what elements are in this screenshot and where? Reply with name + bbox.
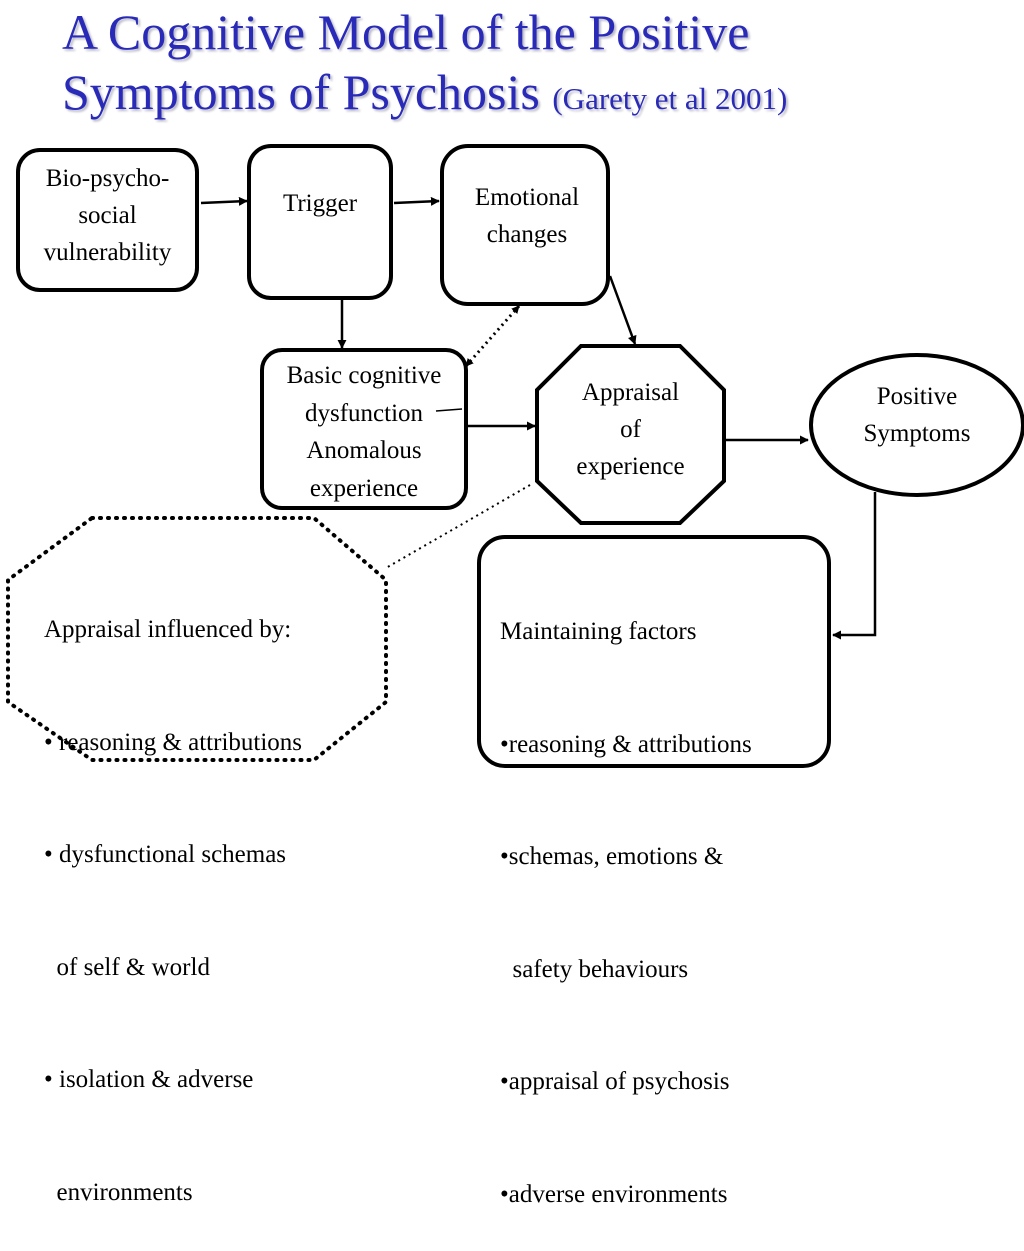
trigger-line-1: Trigger — [282, 190, 358, 217]
appraisal-octagon — [535, 344, 726, 525]
arrow-symptoms-to-maintaining — [832, 492, 877, 640]
cognitive-line-1: Basic cognitive — [286, 362, 442, 389]
title-line-2: Symptoms of Psychosis — [62, 64, 540, 120]
vulnerability-line-1: Bio-psycho- — [45, 165, 170, 192]
appraisal-influences-heading: Appraisal influenced by: — [44, 616, 292, 643]
slide-title: A Cognitive Model of the Positive Sympto… — [62, 2, 1012, 129]
symptoms-line-2: Symptoms — [863, 420, 971, 447]
maintaining-factors-heading: Maintaining factors — [500, 618, 697, 645]
appraisal-influence-item: • reasoning & attributions — [44, 728, 303, 756]
appraisal-line-3: experience — [576, 453, 685, 480]
maintaining-factor-item: safety behaviours — [500, 955, 689, 983]
arrow-dysfunction-inline — [435, 408, 463, 412]
vulnerability-line-2: social — [78, 202, 137, 229]
appraisal-influences-list: Appraisal influenced by: • reasoning & a… — [44, 536, 302, 1249]
maintaining-factor-item: •adverse environments — [500, 1180, 728, 1208]
vulnerability-box — [16, 148, 199, 292]
positive-symptoms-label: Positive Symptoms — [811, 378, 1023, 452]
appraisal-label: Appraisal of experience — [537, 374, 724, 485]
diagram-canvas — [6, 144, 1024, 768]
maintaining-factor-item: •reasoning & attributions — [500, 730, 752, 758]
vulnerability-line-3: vulnerability — [43, 239, 172, 266]
cognitive-line-2: dysfunction — [304, 399, 424, 427]
title-citation: (Garety et al 2001) — [552, 81, 788, 116]
arrow-emotional-cognitive-dotted — [464, 305, 521, 367]
appraisal-influence-item: • isolation & adverse — [44, 1066, 254, 1093]
maintaining-factors-box — [477, 535, 831, 768]
appraisal-influence-item: • dysfunctional schemas — [44, 841, 287, 868]
emotional-line-2: changes — [486, 221, 568, 248]
appraisal-line-2: of — [620, 416, 641, 443]
basic-cognitive-label: Basic cognitive dysfunction Anomalous ex… — [262, 357, 466, 507]
maintaining-factors-list: Maintaining factors •reasoning & attribu… — [500, 538, 752, 1251]
maintaining-factor-item: •appraisal of psychosis — [500, 1068, 730, 1095]
arrow-emotional-to-appraisal — [608, 275, 637, 345]
emotional-line-1: Emotional — [474, 184, 580, 211]
maintaining-factor-item: •schemas, emotions & — [500, 843, 724, 870]
cognitive-line-3: Anomalous — [306, 437, 422, 464]
appraisal-line-1: Appraisal — [581, 379, 680, 406]
symptoms-line-1: Positive — [876, 383, 958, 410]
title-line-1: A Cognitive Model of the Positive — [62, 4, 750, 60]
arrow-trigger-to-emotional — [393, 196, 440, 206]
emotional-changes-label: Emotional changes — [442, 179, 612, 253]
vulnerability-label: Bio-psycho- social vulnerability — [18, 160, 197, 271]
appraisal-influence-item: environments — [44, 1178, 193, 1206]
trigger-label: Trigger — [249, 185, 391, 222]
trigger-box — [247, 144, 393, 300]
appraisal-influences-dotted-octagon — [6, 516, 388, 762]
cognitive-line-4: experience — [309, 474, 419, 502]
appraisal-influence-item: of self & world — [44, 953, 210, 981]
emotional-changes-box — [440, 144, 610, 306]
basic-cognitive-box — [260, 348, 468, 510]
positive-symptoms-ellipse — [809, 353, 1024, 497]
arrow-vulnerability-to-trigger — [200, 196, 248, 206]
dotted-connector-appraisal-influences — [385, 484, 531, 569]
